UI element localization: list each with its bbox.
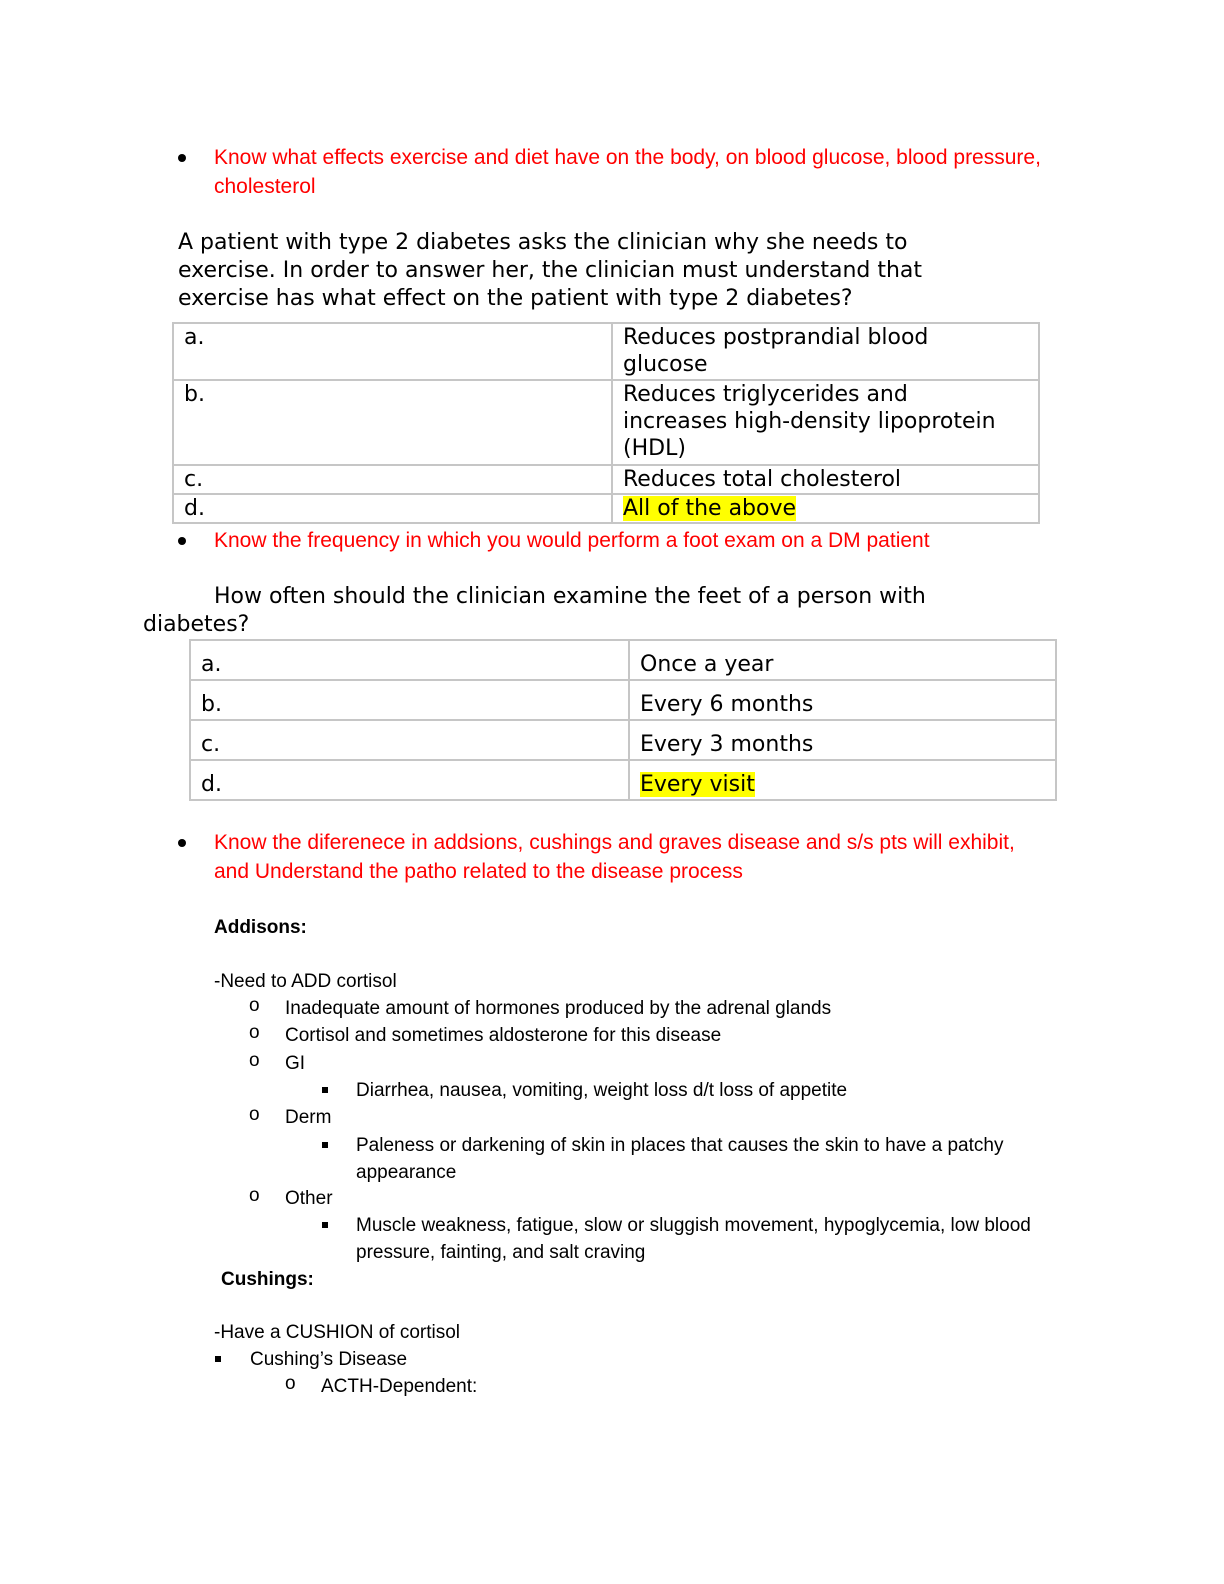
table-row: c. Reduces total cholesterol xyxy=(172,464,1040,495)
option-text: Reduces total cholesterol xyxy=(611,464,1040,495)
option-text: Every 6 months xyxy=(628,679,1057,721)
option-letter: a. xyxy=(172,322,613,381)
option-letter: c. xyxy=(189,719,630,761)
section-2-bullet: Know the frequency in which you would pe… xyxy=(214,529,930,552)
list-item: Other xyxy=(285,1188,333,1209)
square-bullet-icon xyxy=(215,1356,221,1362)
question-1-line-1: A patient with type 2 diabetes asks the … xyxy=(178,230,908,255)
circle-bullet-icon: o xyxy=(249,1022,260,1043)
question-2-line-1: How often should the clinician examine t… xyxy=(214,584,926,609)
option-text: Reduces triglycerides and increases high… xyxy=(611,379,1040,466)
table-row: b. Every 6 months xyxy=(189,679,1057,721)
circle-bullet-icon: o xyxy=(249,1050,260,1071)
option-text: Every 3 months xyxy=(628,719,1057,761)
list-item: Inadequate amount of hormones produced b… xyxy=(285,998,832,1019)
list-item: Diarrhea, nausea, vomiting, weight loss … xyxy=(356,1080,848,1101)
bullet-icon xyxy=(178,839,186,847)
cushings-intro: -Have a CUSHION of cortisol xyxy=(214,1322,461,1343)
question-1-options-table: a. Reduces postprandial blood glucose b.… xyxy=(172,322,1040,524)
list-item: Muscle weakness, fatigue, slow or sluggi… xyxy=(356,1215,1031,1236)
list-item: Cortisol and sometimes aldosterone for t… xyxy=(285,1025,722,1046)
option-text-correct: Every visit xyxy=(628,759,1057,801)
square-bullet-icon xyxy=(322,1142,328,1148)
option-letter: d. xyxy=(189,759,630,801)
question-2-line-2: diabetes? xyxy=(143,612,250,637)
addisons-heading: Addisons: xyxy=(214,917,307,938)
table-row: a. Reduces postprandial blood glucose xyxy=(172,322,1040,381)
option-text: Once a year xyxy=(628,639,1057,681)
square-bullet-icon xyxy=(322,1087,328,1093)
section-1-bullet-line-1: Know what effects exercise and diet have… xyxy=(214,146,1041,169)
option-letter: b. xyxy=(189,679,630,721)
list-item: GI xyxy=(285,1053,306,1074)
bullet-icon xyxy=(178,154,186,162)
addisons-intro: -Need to ADD cortisol xyxy=(214,971,397,992)
list-item: Cushing’s Disease xyxy=(250,1349,408,1370)
question-1-line-3: exercise has what effect on the patient … xyxy=(178,286,853,311)
option-text-correct: All of the above xyxy=(611,493,1040,524)
table-row: d. Every visit xyxy=(189,759,1057,801)
section-3-bullet-line-2: and Understand the patho related to the … xyxy=(214,860,743,883)
option-letter: b. xyxy=(172,379,613,466)
question-1-line-2: exercise. In order to answer her, the cl… xyxy=(178,258,923,283)
section-1-bullet-line-2: cholesterol xyxy=(214,175,316,198)
table-row: a. Once a year xyxy=(189,639,1057,681)
circle-bullet-icon: o xyxy=(285,1373,296,1394)
question-2-options-table: a. Once a year b. Every 6 months c. Ever… xyxy=(189,639,1057,801)
list-item-continuation: appearance xyxy=(356,1162,457,1183)
table-row: c. Every 3 months xyxy=(189,719,1057,761)
table-row: b. Reduces triglycerides and increases h… xyxy=(172,379,1040,466)
table-row: d. All of the above xyxy=(172,493,1040,524)
list-item-continuation: pressure, fainting, and salt craving xyxy=(356,1242,646,1263)
bullet-icon xyxy=(178,537,186,545)
circle-bullet-icon: o xyxy=(249,1185,260,1206)
option-text: Reduces postprandial blood glucose xyxy=(611,322,1040,381)
option-letter: a. xyxy=(189,639,630,681)
cushings-heading: Cushings: xyxy=(221,1269,314,1290)
square-bullet-icon xyxy=(322,1222,328,1228)
option-letter: c. xyxy=(172,464,613,495)
list-item: Derm xyxy=(285,1107,332,1128)
circle-bullet-icon: o xyxy=(249,1104,260,1125)
section-3-bullet-line-1: Know the diferenece in addsions, cushing… xyxy=(214,831,1015,854)
list-item: Paleness or darkening of skin in places … xyxy=(356,1135,1004,1156)
option-letter: d. xyxy=(172,493,613,524)
list-item: ACTH-Dependent: xyxy=(321,1376,478,1397)
circle-bullet-icon: o xyxy=(249,995,260,1016)
